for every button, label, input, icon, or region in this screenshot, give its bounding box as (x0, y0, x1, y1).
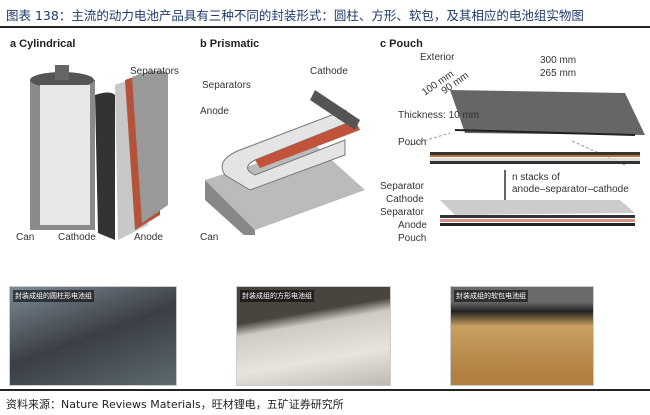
label-anode-c: Anode (398, 220, 427, 231)
cylindrical-cell-diagram (30, 65, 168, 240)
label-can-a: Can (16, 232, 35, 243)
label-exterior: Exterior (420, 52, 455, 63)
top-divider (0, 26, 650, 28)
prismatic-cell-diagram (205, 90, 365, 235)
label-cathode-b: Cathode (310, 66, 348, 77)
label-separators-b: Separators (202, 80, 251, 91)
label-pouch-top: Pouch (398, 137, 427, 148)
label-can-b: Can (200, 232, 219, 243)
label-cathode-a: Cathode (58, 232, 96, 243)
panel-c-title: c Pouch (380, 38, 423, 50)
label-pouch-bottom: Pouch (398, 233, 427, 244)
label-anode-b: Anode (200, 106, 229, 117)
label-anode-a: Anode (134, 232, 163, 243)
panel-b-title: b Prismatic (200, 38, 260, 50)
label-cathode-c: Cathode (386, 194, 424, 205)
label-300mm: 300 mm (540, 55, 577, 66)
label-separator-2: Separator (380, 207, 424, 218)
photo-caption: 封装成组的圆柱形电池组 (13, 290, 94, 302)
label-separator-1: Separator (380, 181, 424, 192)
photo-prismatic-pack: 封装成组的方形电池组 (236, 286, 391, 386)
photo-caption: 封装成组的软包电池组 (454, 290, 528, 302)
label-stacks-2: anode–separator–cathode (512, 184, 629, 195)
label-stacks-1: n stacks of (512, 172, 560, 183)
label-thickness: Thickness: 10 mm (398, 110, 480, 121)
photo-cylindrical-pack: 封装成组的圆柱形电池组 (9, 286, 177, 386)
figure-title: 图表 138：主流的动力电池产品具有三种不同的封装形式：圆柱、方形、软包，及其相… (6, 8, 584, 23)
bottom-divider (0, 389, 650, 391)
source-note: 资料来源：Nature Reviews Materials，旺材锂电，五矿证券研… (6, 398, 344, 411)
label-265mm: 265 mm (540, 68, 577, 79)
panel-a-title: a Cylindrical (10, 38, 76, 50)
pouch-cell-diagram (409, 90, 645, 226)
photo-pouch-pack: 封装成组的软包电池组 (450, 286, 594, 386)
label-separators-a: Separators (130, 66, 179, 77)
photo-caption: 封装成组的方形电池组 (240, 290, 314, 302)
